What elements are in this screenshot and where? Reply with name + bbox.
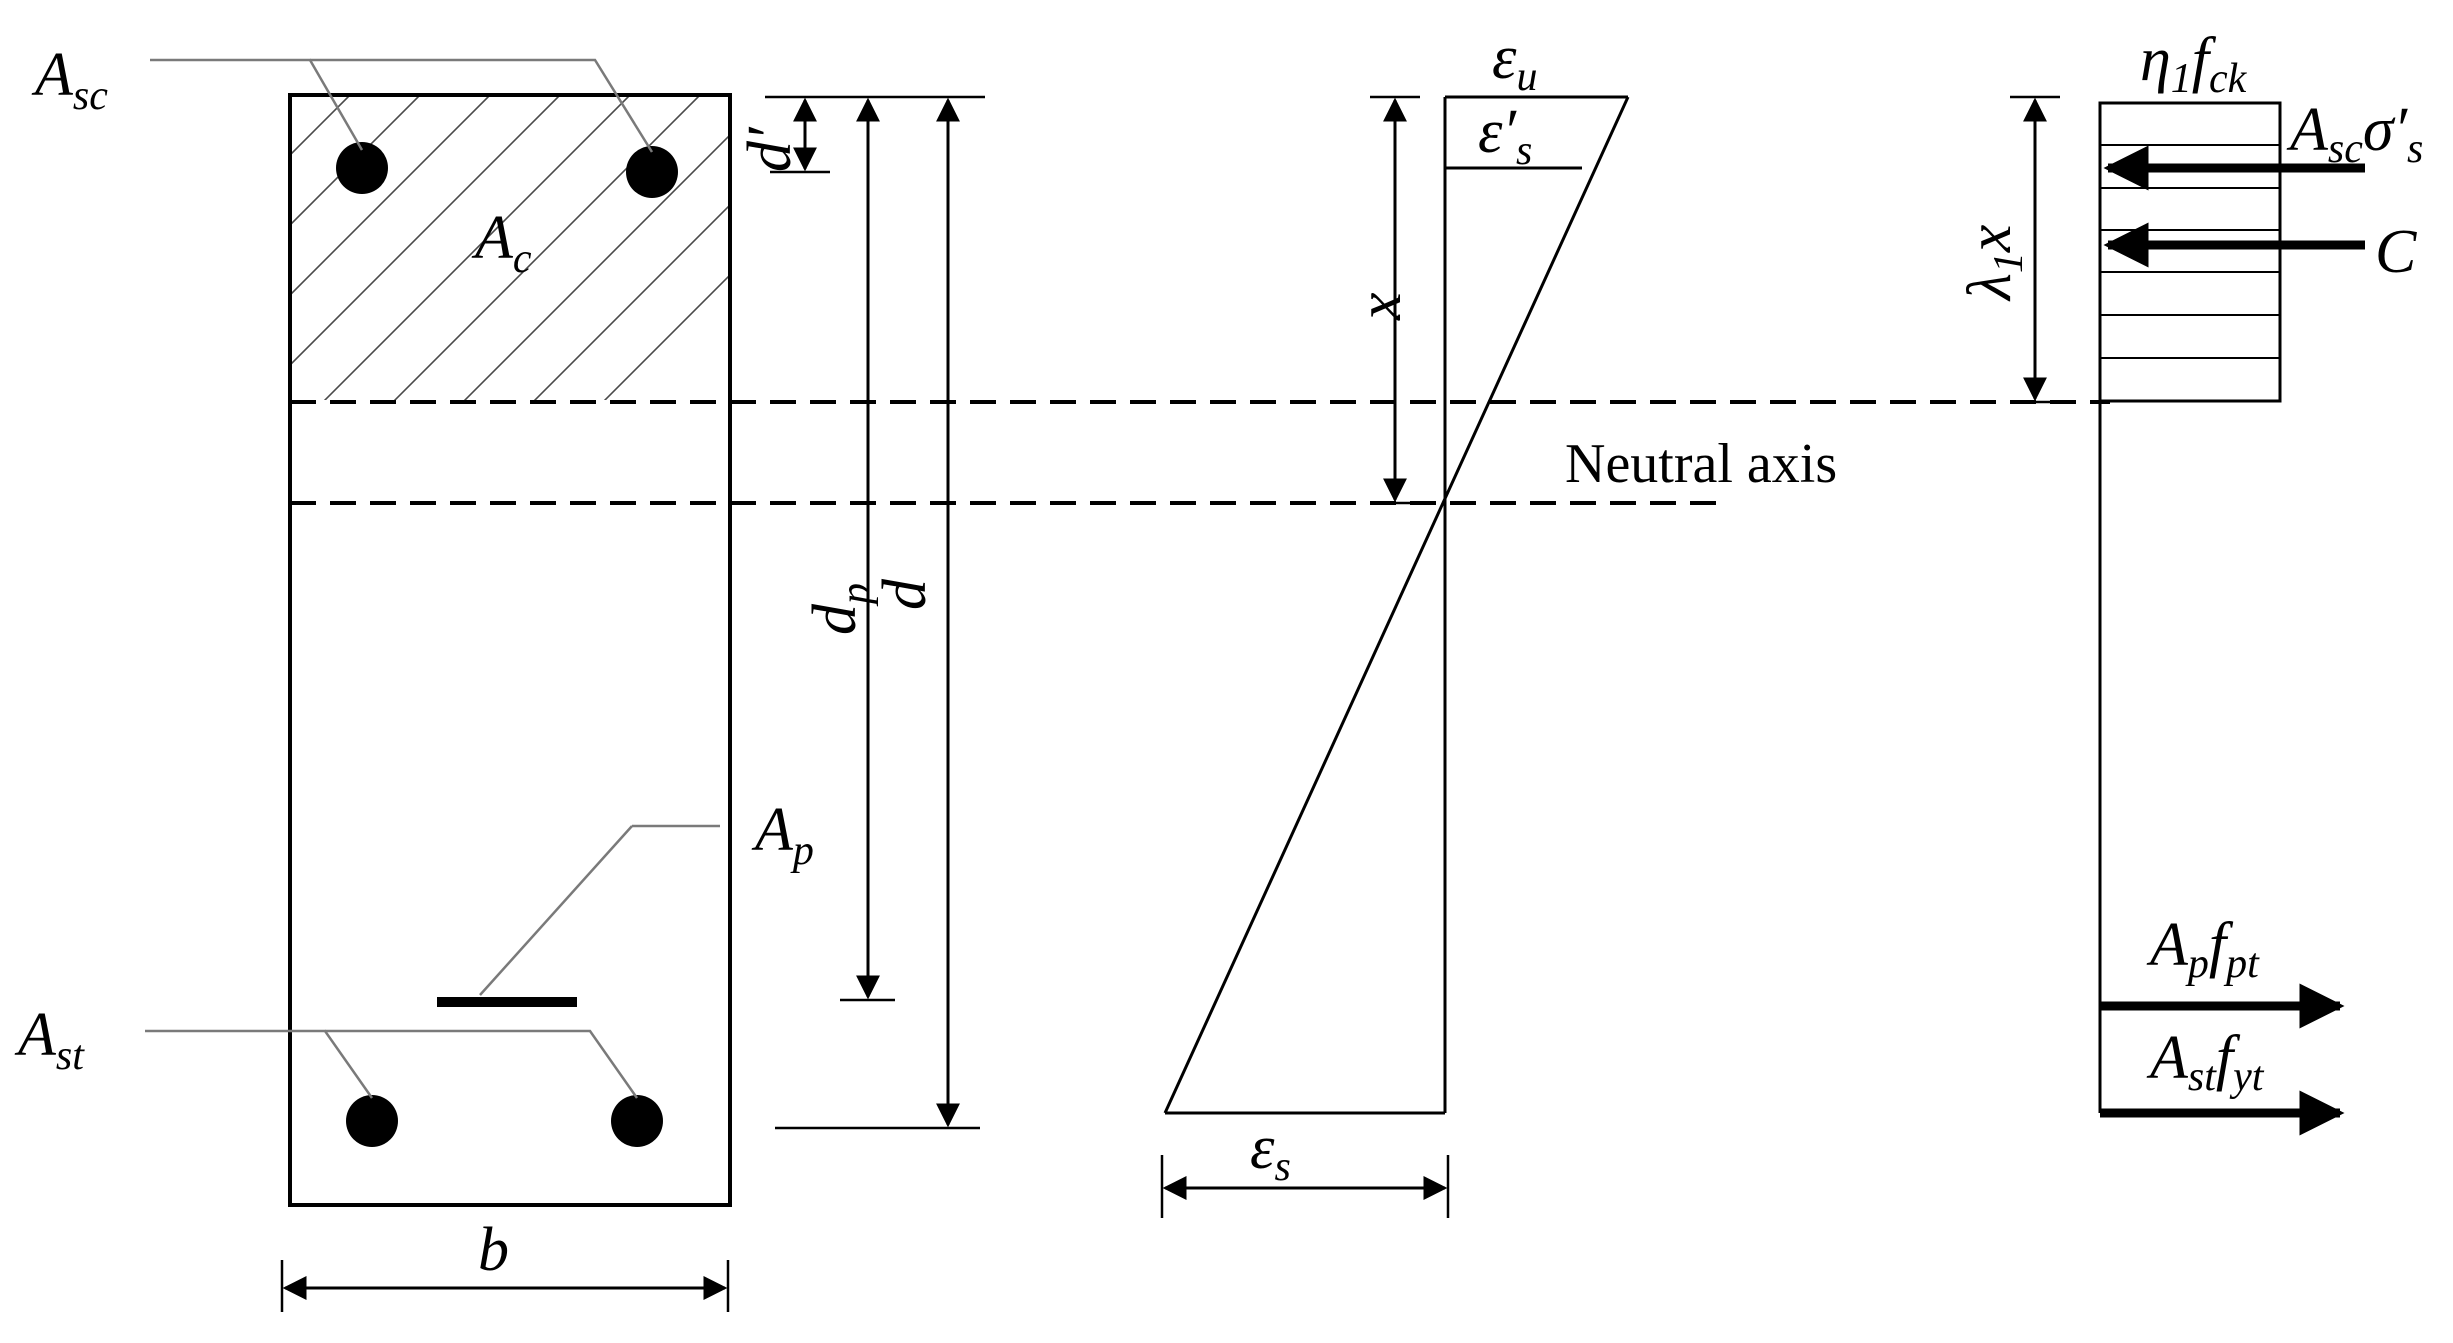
width-label: b (478, 1216, 509, 1284)
eta-fck-label: η1fck (2140, 26, 2248, 102)
stress-diagram (2010, 95, 2365, 1136)
beam-rectangle (288, 93, 732, 1207)
eps-u-label: εu (1492, 24, 1537, 100)
d-label: d (871, 578, 939, 610)
ac-label: Ac (471, 204, 532, 282)
ap-fpt-label: Apfpt (2146, 911, 2260, 987)
eps-s-prime-label: ε′s (1478, 98, 1532, 174)
leader-lines (145, 58, 720, 1099)
top-bar-left (336, 142, 388, 194)
bottom-bar-right (611, 1095, 663, 1147)
strain-profile-line (1163, 96, 1630, 1114)
neutral-axis-label: Neutral axis (1565, 433, 1837, 495)
dp-label: dp (801, 583, 879, 635)
c-label: C (2375, 218, 2417, 286)
x-label: x (1346, 292, 1414, 321)
cross-section: Asc Ac Ap Ast b (14, 41, 814, 1312)
dashed-lines (290, 400, 2110, 505)
depth-dimensions (765, 95, 985, 1130)
ast-label: Ast (14, 1001, 85, 1079)
d-prime-label: d′ (736, 126, 804, 172)
top-bar-right (626, 146, 678, 198)
asc-sigma-label: Ascσ′s (2286, 96, 2423, 172)
lambda-x-label: λ1x (1956, 224, 2032, 302)
eps-s-label: εs (1250, 1114, 1291, 1190)
asc-label: Asc (31, 41, 108, 119)
strain-diagram (1160, 95, 1630, 1218)
bottom-bar-left (346, 1095, 398, 1147)
ap-label: Ap (751, 796, 814, 874)
stress-block (2098, 101, 2282, 403)
ast-fyt-label: Astfyt (2146, 1024, 2265, 1100)
